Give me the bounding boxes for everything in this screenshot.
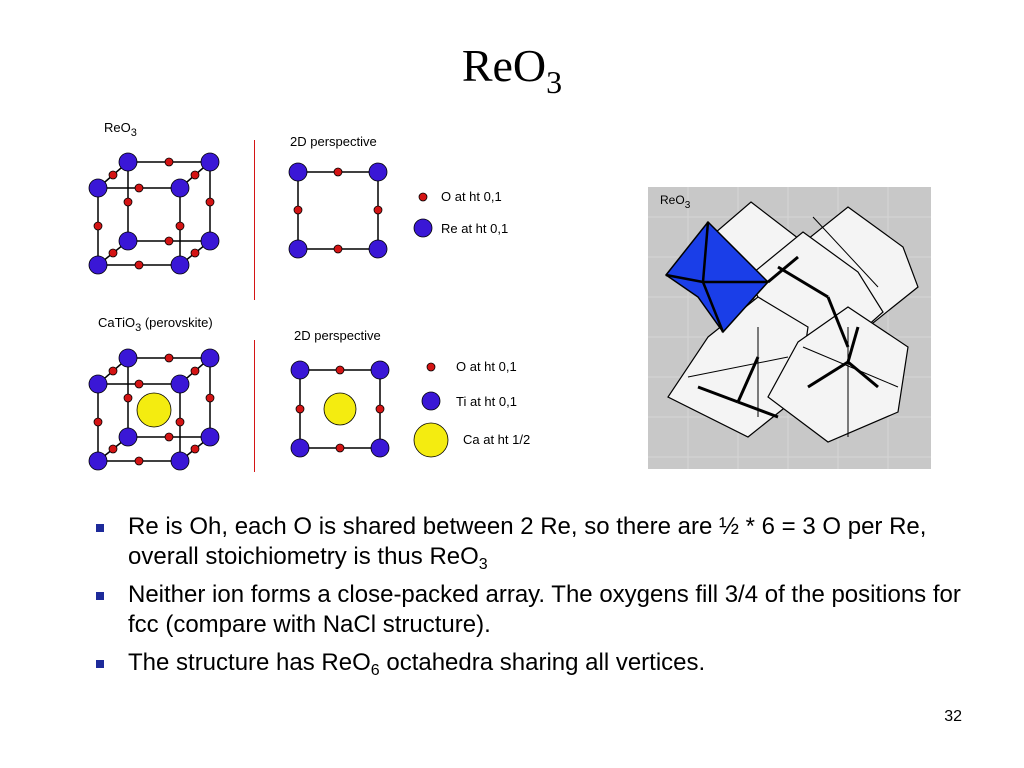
reo3-legend-re-icon (413, 218, 433, 238)
divider-line-2 (254, 340, 255, 472)
reo3-octahedra-image: ReO3 (648, 187, 931, 469)
perovskite-legend-ca: Ca at ht 1/2 (463, 432, 531, 447)
oxygen-atoms (93, 157, 215, 270)
page-number: 32 (944, 708, 962, 725)
perovskite-unit-cell (88, 348, 220, 471)
bullet-item: Re is Oh, each O is shared between 2 Re,… (96, 512, 976, 573)
reo3-perspective-label: 2D perspective (290, 134, 377, 149)
bullet-marker (96, 660, 104, 668)
calcium-atom (136, 392, 172, 428)
perovskite-legend-ca-icon (413, 422, 449, 458)
perovskite-2d-perspective (290, 360, 390, 458)
bullet-marker (96, 592, 104, 600)
perovskite-label: CaTiO3 (perovskite) (98, 315, 213, 334)
perovskite-legend-o: O at ht 0,1 (456, 359, 517, 374)
octahedra-image-label: ReO3 (660, 193, 691, 211)
perovskite-perspective-label: 2D perspective (294, 328, 381, 343)
rhenium-atoms (88, 152, 220, 275)
reo3-legend-re: Re at ht 0,1 (441, 221, 509, 236)
bullet-item: Neither ion forms a close-packed array. … (96, 580, 976, 640)
divider-line (254, 140, 255, 300)
title-subscript: 3 (546, 64, 563, 100)
reo3-legend-o: O at ht 0,1 (441, 189, 502, 204)
slide-title: ReO3 (0, 38, 1024, 98)
reo3-legend-o-icon (418, 192, 428, 202)
bullet-item: The structure has ReO6 octahedra sharing… (96, 648, 976, 679)
reo3-unit-cell (88, 152, 220, 275)
bullet-list: Re is Oh, each O is shared between 2 Re,… (96, 512, 976, 686)
perovskite-legend-ti: Ti at ht 0,1 (456, 394, 517, 409)
perovskite-legend-o-icon (426, 362, 436, 372)
reo3-2d-perspective (288, 162, 388, 259)
reo3-label: ReO3 (104, 120, 137, 139)
perovskite-legend-ti-icon (421, 391, 441, 411)
bullet-marker (96, 524, 104, 532)
title-text: ReO (461, 40, 547, 91)
